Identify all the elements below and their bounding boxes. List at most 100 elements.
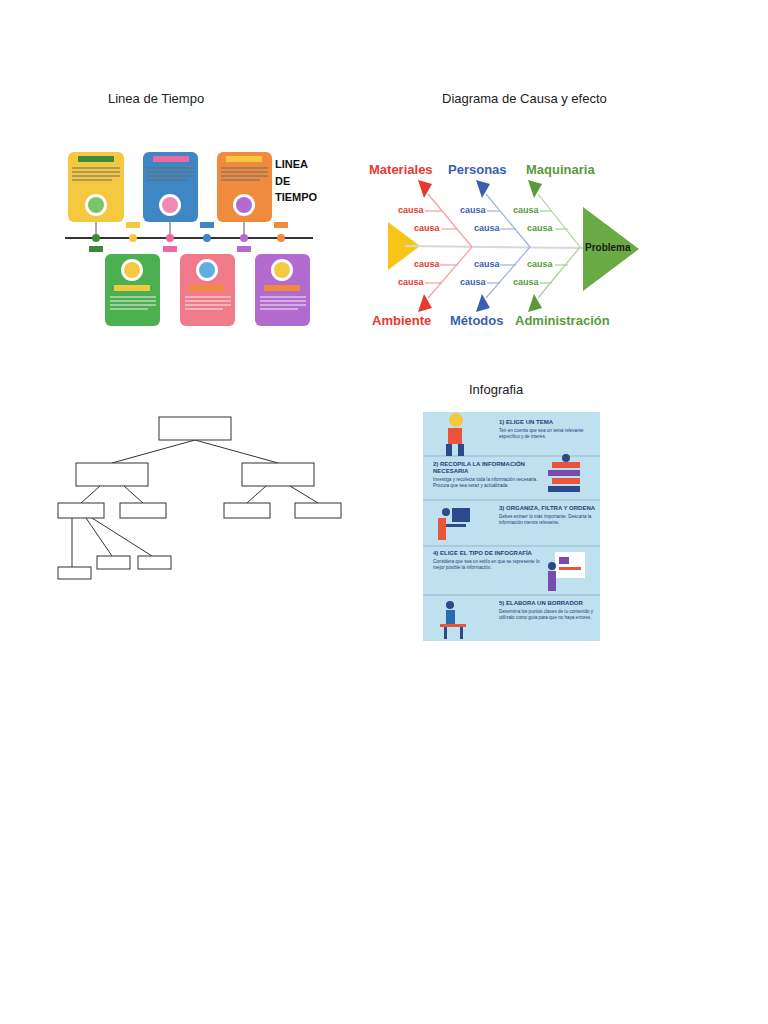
illustration-shape [120, 503, 166, 518]
illustration-shape [147, 176, 194, 177]
illustration-shape [72, 176, 120, 177]
illustration-shape [85, 194, 107, 216]
illustration-shape [233, 194, 255, 216]
illustration-shape [121, 259, 143, 281]
step-heading: 1) ELIGE UN TEMA [499, 419, 596, 426]
illustration-shape [446, 444, 452, 456]
illustration-shape [196, 259, 218, 281]
illustration-shape [217, 152, 272, 222]
illustration-shape [124, 486, 143, 503]
infographic-step: 2) RECOPILA LA INFORMACIÓN NECESARIAInve… [433, 461, 543, 497]
illustration-shape [548, 571, 556, 591]
illustration-shape [405, 246, 585, 248]
cause-label: causa [460, 205, 490, 215]
cause-label: causa [527, 259, 557, 269]
illustration-shape [255, 254, 310, 326]
illustration-shape [264, 285, 300, 291]
infographic-step: 5) ELABORA UN BORRADORDetermina los punt… [499, 600, 596, 638]
illustration-shape [548, 470, 580, 476]
illustration-shape [185, 301, 231, 302]
timeline-title: LINEA DE TIEMPO [275, 156, 315, 206]
illustration-shape [486, 247, 530, 298]
illustration-shape [72, 172, 120, 173]
illustration-shape [423, 456, 600, 595]
category-label: Métodos [450, 314, 520, 329]
illustration-shape [555, 552, 585, 578]
illustration-shape [65, 237, 313, 239]
illustration-shape [540, 210, 552, 211]
section-heading: Infografia [469, 383, 549, 398]
illustration-shape [425, 282, 442, 283]
problem-label: Problema [585, 242, 645, 253]
illustration-shape [449, 413, 463, 427]
illustration-shape [110, 297, 306, 309]
illustration-shape [221, 172, 268, 173]
illustration-shape [72, 168, 120, 169]
illustration-shape [552, 478, 580, 484]
illustration-shape [58, 503, 104, 518]
illustration-shape [423, 546, 600, 547]
illustration-shape [162, 197, 178, 213]
category-label: Administración [515, 314, 625, 329]
step-body: Considera que sea un estilo en que se re… [433, 559, 541, 570]
illustration-shape [143, 152, 198, 222]
illustration-shape [72, 180, 112, 181]
illustration-shape [452, 508, 470, 522]
illustration-shape [548, 562, 556, 570]
illustration-shape [446, 610, 455, 624]
illustration-shape [559, 557, 569, 564]
illustration-shape [528, 294, 542, 312]
illustration-shape [442, 508, 450, 516]
illustration-shape [442, 228, 458, 229]
illustration-shape [440, 264, 458, 265]
illustration-shape [147, 180, 186, 181]
illustration-shape [224, 503, 270, 518]
illustration-shape [159, 417, 231, 440]
illustration-shape [425, 194, 580, 298]
cause-label: causa [414, 223, 444, 233]
illustration-shape [114, 285, 150, 291]
illustration-shape [240, 234, 248, 242]
cause-label: causa [398, 205, 428, 215]
illustration-shape [487, 210, 500, 211]
cause-label: causa [474, 259, 504, 269]
illustration-shape [97, 556, 130, 569]
illustration-shape [423, 595, 600, 596]
illustration-shape [260, 305, 306, 306]
illustration-shape [76, 463, 148, 486]
illustration-shape [81, 486, 100, 503]
fishbone-illustration [388, 180, 585, 312]
illustration-shape [438, 518, 446, 540]
illustration-shape [448, 428, 462, 444]
illustration-shape [476, 180, 490, 198]
illustration-shape [487, 282, 500, 283]
cause-label: causa [414, 259, 444, 269]
illustration-shape [221, 176, 268, 177]
illustration-shape [260, 301, 306, 302]
illustration-shape [126, 222, 140, 228]
illustration-shape [274, 262, 290, 278]
category-label: Maquinaria [526, 163, 616, 178]
illustration-shape [236, 197, 252, 213]
problem-arrowhead: Problema [583, 207, 639, 291]
illustration-shape [552, 462, 580, 468]
illustration-shape [500, 264, 516, 265]
illustration-shape [185, 305, 231, 306]
illustration-shape [110, 309, 148, 310]
illustration-shape [163, 246, 177, 252]
illustration-shape [295, 503, 341, 518]
category-label: Ambiente [372, 314, 452, 329]
illustration-shape [260, 297, 306, 298]
illustration-shape [185, 309, 223, 310]
illustration-shape [555, 264, 568, 265]
illustration-shape [72, 518, 73, 567]
section-heading: Diagrama de Causa y efecto [442, 92, 652, 107]
cause-label: causa [398, 277, 428, 287]
illustration-shape [528, 180, 542, 198]
illustration-shape [446, 601, 454, 609]
infographic-step: 1) ELIGE UN TEMATen en cuenta que sea un… [499, 419, 596, 453]
illustration-shape [147, 172, 194, 173]
illustration-shape [189, 285, 225, 291]
illustration-shape [500, 228, 516, 229]
illustration-shape [199, 262, 215, 278]
